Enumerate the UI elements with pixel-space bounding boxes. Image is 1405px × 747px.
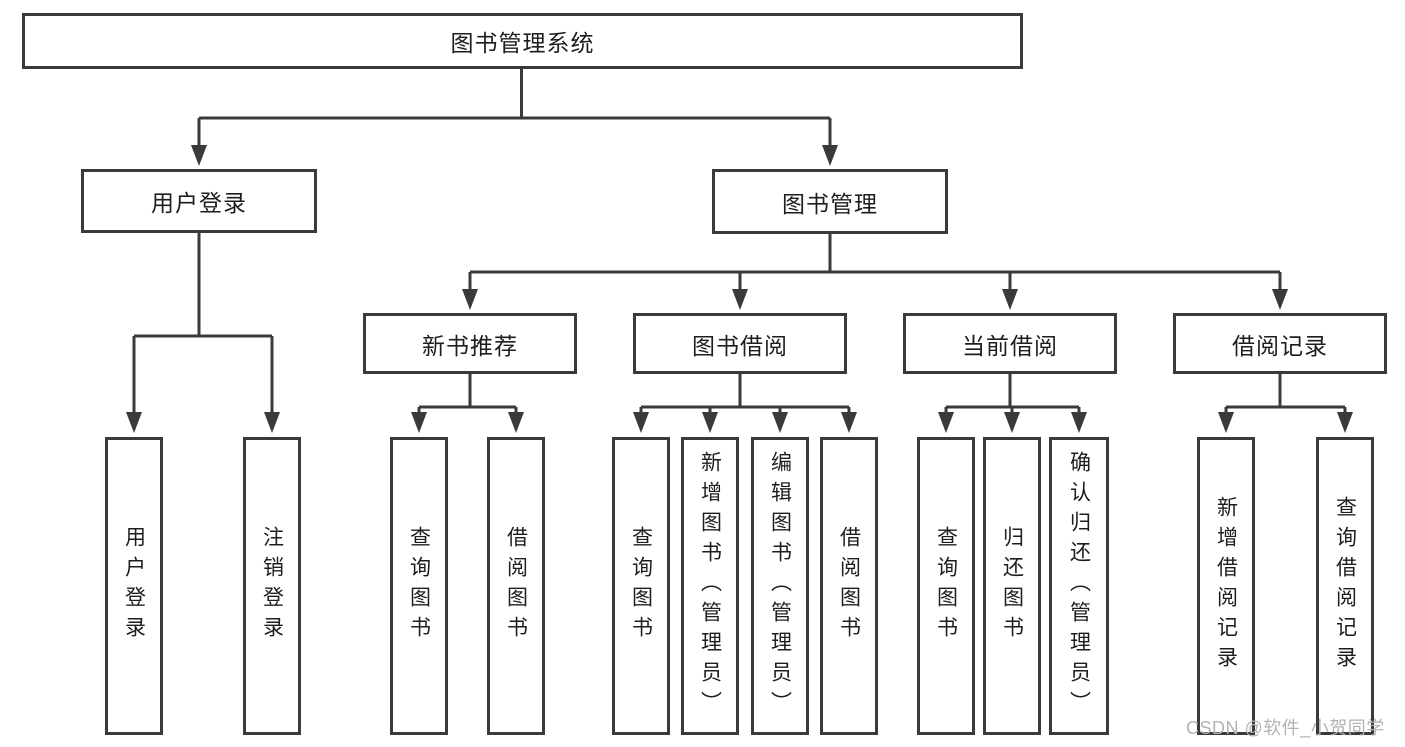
leaf-label: 新增图书（管理员） xyxy=(698,451,722,721)
node-label: 用户登录 xyxy=(151,190,247,216)
leaf-label: 确认归还（管理员） xyxy=(1067,451,1091,721)
node-user-login: 用户登录 xyxy=(81,169,317,233)
arrowhead xyxy=(191,145,207,166)
node-label: 图书借阅 xyxy=(692,332,788,359)
leaf-label: 查询图书 xyxy=(934,526,958,646)
leaf-label: 注销登录 xyxy=(260,526,284,646)
leaf-label: 归还图书 xyxy=(1000,526,1024,646)
leaf-user-login: 用户登录 xyxy=(105,437,163,735)
arrowhead xyxy=(1272,289,1288,310)
leaf-label: 借阅图书 xyxy=(837,526,861,646)
connector-borrow-to-leaves xyxy=(633,374,857,433)
arrowhead xyxy=(126,412,142,433)
arrowhead xyxy=(841,412,857,433)
arrowhead xyxy=(1004,412,1020,433)
arrowhead xyxy=(462,289,478,310)
leaf-newbook-query-books: 查询图书 xyxy=(390,437,448,735)
arrowhead xyxy=(822,145,838,166)
connector-records-to-leaves xyxy=(1218,374,1353,433)
connector-mgmt-to-level3 xyxy=(462,234,1288,310)
leaf-records-query-record: 查询借阅记录 xyxy=(1316,437,1374,735)
leaf-label: 新增借阅记录 xyxy=(1214,496,1238,676)
leaf-label: 编辑图书（管理员） xyxy=(768,451,792,721)
arrowhead xyxy=(264,412,280,433)
connector-current-to-leaves xyxy=(938,374,1087,433)
node-book-management: 图书管理 xyxy=(712,169,948,234)
leaf-logout: 注销登录 xyxy=(243,437,301,735)
arrowhead xyxy=(1002,289,1018,310)
node-borrowing-records: 借阅记录 xyxy=(1173,313,1387,374)
leaf-borrow-edit-books-admin: 编辑图书（管理员） xyxy=(751,437,809,735)
node-label: 新书推荐 xyxy=(422,332,518,359)
node-book-borrowing: 图书借阅 xyxy=(633,313,847,374)
connector-login-to-leaves xyxy=(126,233,280,433)
node-current-borrowing: 当前借阅 xyxy=(903,313,1117,374)
arrowhead xyxy=(772,412,788,433)
leaf-label: 查询借阅记录 xyxy=(1333,496,1357,676)
arrowhead xyxy=(1337,412,1353,433)
leaf-current-confirm-return-admin: 确认归还（管理员） xyxy=(1049,437,1109,735)
node-label: 借阅记录 xyxy=(1232,332,1328,359)
arrowhead xyxy=(508,412,524,433)
csdn-watermark: CSDN @软件_小贺同学 xyxy=(1186,718,1385,738)
leaf-borrow-add-books-admin: 新增图书（管理员） xyxy=(681,437,739,735)
leaf-records-add-record: 新增借阅记录 xyxy=(1197,437,1255,735)
arrowhead xyxy=(1071,412,1087,433)
arrowhead xyxy=(732,289,748,310)
node-label: 当前借阅 xyxy=(962,332,1058,359)
node-label: 图书管理系统 xyxy=(450,30,595,56)
leaf-borrow-query-books: 查询图书 xyxy=(612,437,670,735)
leaf-current-query-books: 查询图书 xyxy=(917,437,975,735)
node-library-system: 图书管理系统 xyxy=(22,13,1023,69)
arrowhead xyxy=(702,412,718,433)
arrowhead xyxy=(633,412,649,433)
leaf-label: 借阅图书 xyxy=(504,526,528,646)
node-label: 图书管理 xyxy=(782,190,878,217)
arrowhead xyxy=(1218,412,1234,433)
leaf-label: 查询图书 xyxy=(629,526,653,646)
leaf-current-return-books: 归还图书 xyxy=(983,437,1041,735)
leaf-label: 用户登录 xyxy=(122,526,146,646)
connector-root-to-level2 xyxy=(191,66,838,166)
arrowhead xyxy=(938,412,954,433)
leaf-label: 查询图书 xyxy=(407,526,431,646)
connector-newbook-to-leaves xyxy=(411,374,524,433)
leaf-borrow-borrow-books: 借阅图书 xyxy=(820,437,878,735)
leaf-newbook-borrow-books: 借阅图书 xyxy=(487,437,545,735)
arrowhead xyxy=(411,412,427,433)
node-new-book-recommend: 新书推荐 xyxy=(363,313,577,374)
